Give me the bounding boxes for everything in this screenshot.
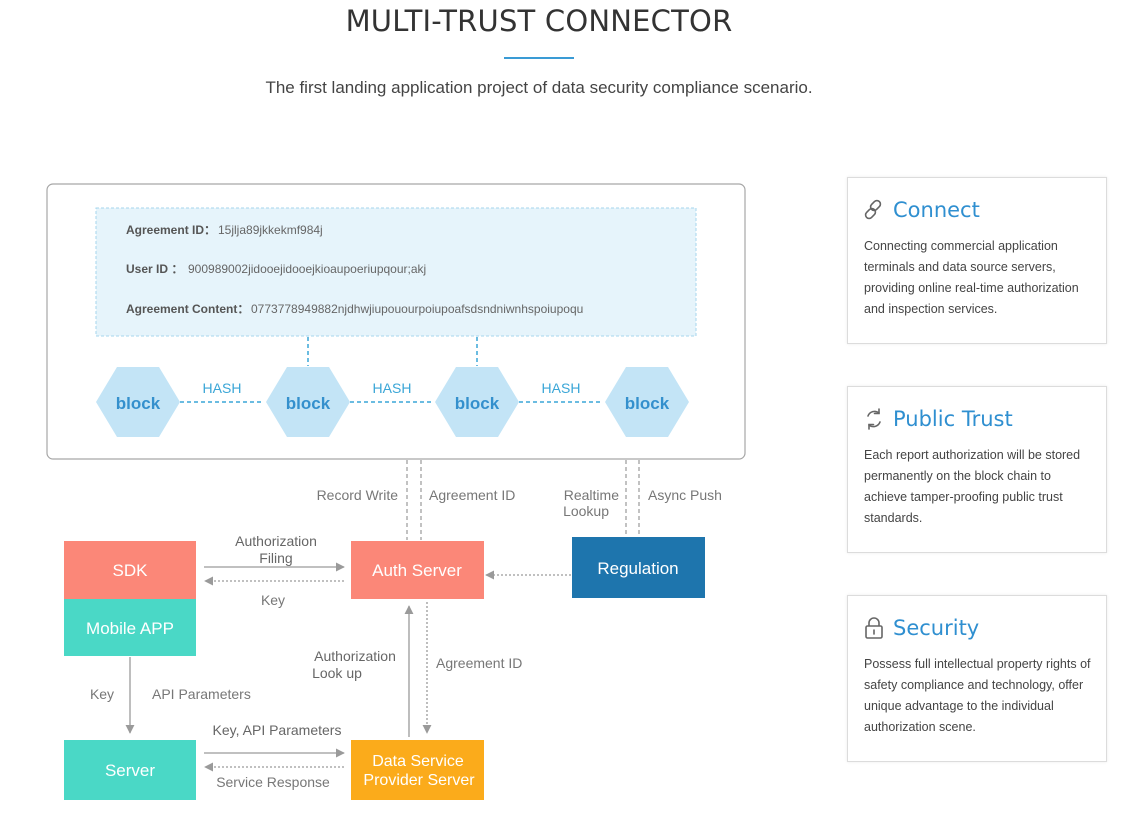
svg-text:SDK: SDK xyxy=(113,561,149,580)
architecture-diagram: Agreement ID： 15jlja89jkkekmf984j User I… xyxy=(46,183,746,800)
auth-filing-label-2: Filing xyxy=(259,550,292,566)
regulation-node: Regulation xyxy=(572,537,705,598)
block-3: block xyxy=(435,367,519,437)
title-underline xyxy=(504,57,574,59)
card-title: Security xyxy=(893,616,980,640)
feature-card-public-trust: Public Trust Each report authorization w… xyxy=(847,386,1107,553)
feature-card-connect: Connect Connecting commercial applicatio… xyxy=(847,177,1107,344)
auth-lookup-label-1: Authorization xyxy=(314,648,396,664)
svg-text:block: block xyxy=(286,394,331,413)
card-text: Each report authorization will be stored… xyxy=(864,448,1081,525)
block-2: block xyxy=(266,367,350,437)
link-icon xyxy=(863,198,885,222)
card-title: Public Trust xyxy=(893,407,1013,431)
agreement-id-bottom-label: Agreement ID xyxy=(436,655,522,671)
lock-icon xyxy=(863,616,885,640)
data-service-provider-node: Data Service Provider Server xyxy=(351,740,484,800)
auth-lookup-label-2: Look up xyxy=(312,665,362,681)
card-text: Connecting commercial application termin… xyxy=(864,239,1079,316)
key-left-label: Key xyxy=(90,686,114,702)
svg-text:block: block xyxy=(455,394,500,413)
key-api-label: Key, API Parameters xyxy=(213,722,342,738)
agreement-record-box xyxy=(95,207,697,337)
hash-label-1: HASH xyxy=(203,380,242,396)
svg-text:Mobile APP: Mobile APP xyxy=(86,619,174,638)
hash-label-3: HASH xyxy=(542,380,581,396)
block-1: block xyxy=(96,367,180,437)
agreement-id-label: Agreement ID： xyxy=(126,223,216,237)
hash-label-2: HASH xyxy=(373,380,412,396)
agreement-content-label: Agreement Content： xyxy=(126,302,249,316)
svg-text:Server: Server xyxy=(105,761,155,780)
svg-text:Provider Server: Provider Server xyxy=(363,772,475,789)
block-4: block xyxy=(605,367,689,437)
agreement-id-value: 15jlja89jkkekmf984j xyxy=(218,223,323,237)
key-sdk-label: Key xyxy=(261,592,285,608)
card-header: Public Trust xyxy=(863,407,1013,431)
agreement-content-value: 0773778949882njdhwjiupouourpoiupoafsdsnd… xyxy=(251,302,583,316)
card-title: Connect xyxy=(893,198,980,222)
svg-text:block: block xyxy=(625,394,670,413)
async-push-label: Async Push xyxy=(648,487,722,503)
auth-server-node: Auth Server xyxy=(351,541,484,599)
sdk-node: SDK xyxy=(64,541,196,599)
page-title: MULTI-TRUST CONNECTOR xyxy=(345,4,733,38)
realtime-label-2: Lookup xyxy=(563,503,609,519)
card-text: Possess full intellectual property right… xyxy=(864,657,1091,734)
user-id-label: User ID ： xyxy=(126,262,183,276)
refresh-icon xyxy=(863,407,885,431)
mobile-app-node: Mobile APP xyxy=(64,599,196,656)
service-response-label: Service Response xyxy=(216,774,330,790)
agreement-id-top-label: Agreement ID xyxy=(429,487,515,503)
feature-card-security: Security Possess full intellectual prope… xyxy=(847,595,1107,762)
card-header: Connect xyxy=(863,198,980,222)
svg-text:Auth Server: Auth Server xyxy=(372,561,462,580)
server-node: Server xyxy=(64,740,196,800)
api-parameters-label: API Parameters xyxy=(152,686,251,702)
record-write-label: Record Write xyxy=(317,487,399,503)
page-subtitle: The first landing application project of… xyxy=(265,78,813,97)
svg-text:Data Service: Data Service xyxy=(372,753,464,770)
auth-filing-label-1: Authorization xyxy=(235,533,317,549)
user-id-value: 900989002jidooejidooejkioaupoeriupqour;a… xyxy=(188,262,426,276)
realtime-label-1: Realtime xyxy=(564,487,619,503)
svg-text:Regulation: Regulation xyxy=(597,559,678,578)
card-header: Security xyxy=(863,616,979,640)
svg-text:block: block xyxy=(116,394,161,413)
